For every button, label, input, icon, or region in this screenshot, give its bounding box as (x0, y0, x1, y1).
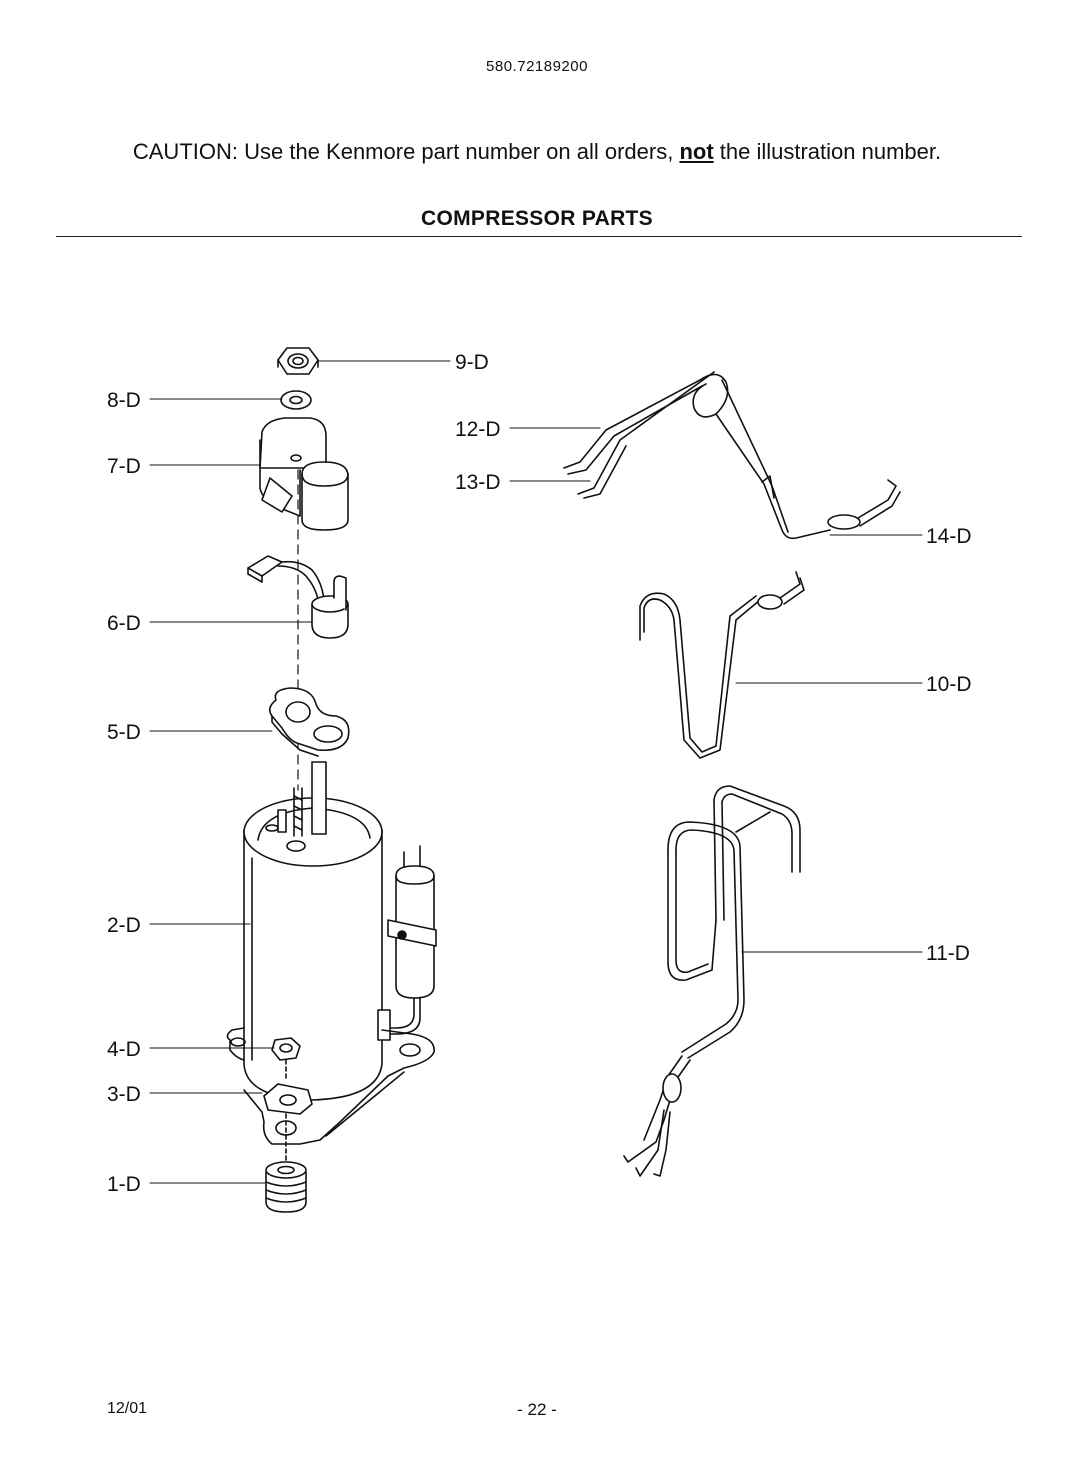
part-11d-tube (623, 785, 801, 1177)
callout-11d: 11-D (926, 942, 970, 965)
callout-13d: 13-D (455, 471, 501, 494)
model-number: 580.72189200 (486, 58, 588, 75)
caution-note: CAUTION: Use the Kenmore part number on … (0, 139, 1074, 165)
part-6d-overload-protector (247, 555, 349, 639)
caution-emphasis: not (679, 139, 714, 164)
callout-14d: 14-D (926, 525, 972, 548)
callout-8d: 8-D (107, 389, 141, 412)
callout-9d: 9-D (455, 351, 489, 374)
part-1d-grommet (265, 1161, 307, 1213)
part-3d-bracket (263, 1083, 313, 1161)
title-rule (56, 236, 1022, 237)
part-5d-gasket (268, 687, 350, 757)
caution-text-end: the illustration number. (713, 139, 942, 164)
page-number: - 22 - (517, 1400, 557, 1419)
caution-text: CAUTION: Use the Kenmore part number on … (132, 139, 680, 164)
callout-2d: 2-D (107, 914, 141, 937)
part-12d-14d-capillary-tubes (563, 371, 901, 540)
callout-6d: 6-D (107, 612, 141, 635)
callout-4d: 4-D (107, 1038, 141, 1061)
callout-7d: 7-D (107, 455, 141, 478)
part-8d-washer (280, 390, 312, 410)
part-10d-tube (639, 571, 805, 759)
callout-1d: 1-D (107, 1173, 141, 1196)
callout-12d: 12-D (455, 418, 501, 441)
callout-3d: 3-D (107, 1083, 141, 1106)
callout-10d: 10-D (926, 673, 972, 696)
section-title: COMPRESSOR PARTS (421, 207, 653, 230)
callout-leaders (149, 360, 923, 1184)
part-9d-nut (277, 347, 319, 375)
callout-5d: 5-D (107, 721, 141, 744)
part-7d-terminal-cover (259, 417, 349, 531)
part-2d-compressor (226, 761, 437, 1145)
footer-date: 12/01 (107, 1400, 148, 1417)
part-4d-nut (271, 1037, 301, 1081)
